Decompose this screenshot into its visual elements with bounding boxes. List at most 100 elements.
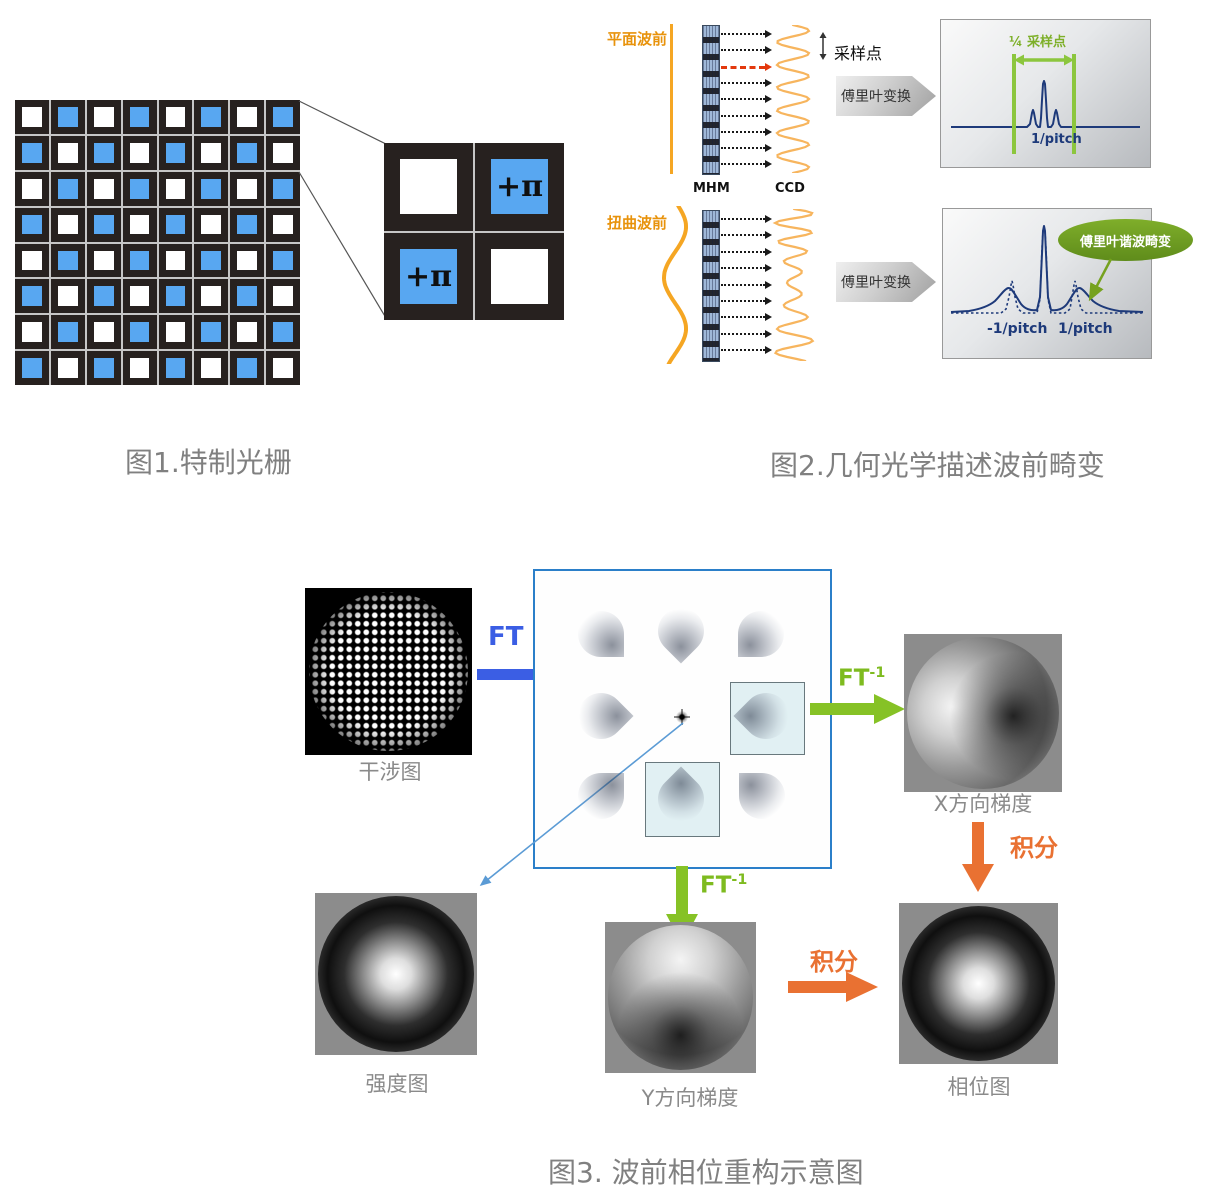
grating-cell-fill <box>129 250 150 271</box>
grating-cell-fill <box>93 142 114 163</box>
grating-cell-fill <box>165 142 186 163</box>
grating-cell <box>158 100 193 134</box>
grating-cell <box>122 171 157 206</box>
grating-cell <box>86 351 121 385</box>
y-gradient-label: Y方向梯度 <box>641 1086 739 1110</box>
plane-wavefront-line <box>670 24 673 174</box>
ray-arrow <box>721 313 772 322</box>
grating-cell <box>86 243 121 278</box>
grating-cell-fill <box>165 322 186 342</box>
y-gradient-sphere <box>608 925 753 1070</box>
grating-cell <box>50 207 85 242</box>
x-gradient-label: X方向梯度 <box>933 792 1033 816</box>
grating-cell <box>86 315 121 350</box>
ray-arrow <box>721 264 772 273</box>
grating-grid <box>15 100 300 385</box>
grating-cell <box>15 351 49 385</box>
grating-cell <box>230 207 265 242</box>
grating-cell-fill <box>57 358 78 378</box>
pitch-tick-arrow: ↑ <box>1053 132 1062 145</box>
grating-cell-fill <box>273 250 293 271</box>
grating-cell-fill <box>273 322 293 342</box>
grating-cell-fill <box>201 358 222 378</box>
grating-cell <box>158 135 193 170</box>
grating-cell-fill <box>237 358 257 378</box>
grating-cell <box>122 243 157 278</box>
grating-cell-fill <box>165 178 186 199</box>
grating-cell <box>86 279 121 314</box>
grating-cell <box>50 100 85 134</box>
grating-cell <box>194 243 229 278</box>
unit-cell-blue: +π <box>384 232 473 320</box>
figure1-caption: 图1.特制光栅 <box>125 446 292 479</box>
plane-spectrum-curve: ↑ <box>951 54 1140 154</box>
grating-cell <box>50 171 85 206</box>
integral-arrow-down <box>962 822 994 892</box>
grating-cell <box>266 279 300 314</box>
grating-cell-fill <box>57 286 78 307</box>
grating-cell-fill <box>237 107 257 127</box>
ray-arrow <box>721 215 772 223</box>
ft-inverse-base: FT <box>838 665 870 692</box>
figure2-caption: 图2.几何光学描述波前畸变 <box>770 449 1105 482</box>
ray-arrow <box>721 280 772 289</box>
grating-cell <box>15 207 49 242</box>
grating-cell-fill <box>22 358 42 378</box>
grating-cell <box>194 171 229 206</box>
ray-arrow <box>721 346 772 355</box>
unit-cell-fill <box>491 248 548 304</box>
phase-label: +π <box>495 169 544 205</box>
grating-cell <box>266 315 300 350</box>
grating-cell <box>194 279 229 314</box>
interferogram-label: 干涉图 <box>358 760 422 784</box>
ft-inverse-label: FT-1 <box>700 872 747 899</box>
grating-cell-fill <box>201 142 222 163</box>
pitch-label: 1/pitch <box>1058 321 1113 337</box>
grating-cell <box>122 207 157 242</box>
grating-cell-fill <box>22 214 42 235</box>
grating-cell <box>122 315 157 350</box>
grating-cell <box>50 243 85 278</box>
grating-cell <box>15 100 49 134</box>
grating-cell-fill <box>273 214 293 235</box>
grating-cell-fill <box>93 178 114 199</box>
grating-cell <box>158 171 193 206</box>
neg-pitch-label: -1/pitch <box>987 321 1048 337</box>
ray-arrow <box>721 127 772 136</box>
grating-cell-fill <box>273 178 293 199</box>
phase-label: +π <box>404 258 453 294</box>
pitch-label: 1/pitch <box>1031 132 1082 147</box>
grating-cell-fill <box>129 178 150 199</box>
grating-cell <box>230 279 265 314</box>
x-gradient-image <box>904 634 1062 792</box>
ray-arrow <box>721 30 772 38</box>
grating-cell-fill <box>129 142 150 163</box>
grating-cell-fill <box>201 322 222 342</box>
fourier-transform-label: 傅里叶变换 <box>841 275 911 291</box>
distorted-spectrum-curve <box>950 225 1144 314</box>
grating-cell-fill <box>93 214 114 235</box>
grating-cell-fill <box>22 107 42 127</box>
unit-cell-blue: +π <box>475 143 564 231</box>
grating-unit-cell: +π +π <box>384 143 564 320</box>
ray-arrow <box>721 46 772 55</box>
ray-arrow <box>721 95 772 104</box>
grating-cell-fill <box>165 358 186 378</box>
grating-cell-fill <box>165 107 186 127</box>
fourier-lobe <box>738 611 784 657</box>
grating-cell-fill <box>22 142 42 163</box>
grating-cell-fill <box>165 250 186 271</box>
grating-cell <box>122 100 157 134</box>
mhm-label: MHM <box>693 181 730 196</box>
unit-cell-white <box>384 143 473 231</box>
fourier-lobe <box>578 611 624 657</box>
grating-cell <box>230 171 265 206</box>
phase-sphere <box>902 906 1055 1061</box>
ray-arrow <box>721 78 772 87</box>
grating-cell <box>15 171 49 206</box>
mhm-grating-bar <box>702 210 720 362</box>
ray-arrow <box>721 247 772 256</box>
interferogram-sphere <box>309 592 468 751</box>
grating-cell <box>158 279 193 314</box>
grating-cell-fill <box>201 178 222 199</box>
